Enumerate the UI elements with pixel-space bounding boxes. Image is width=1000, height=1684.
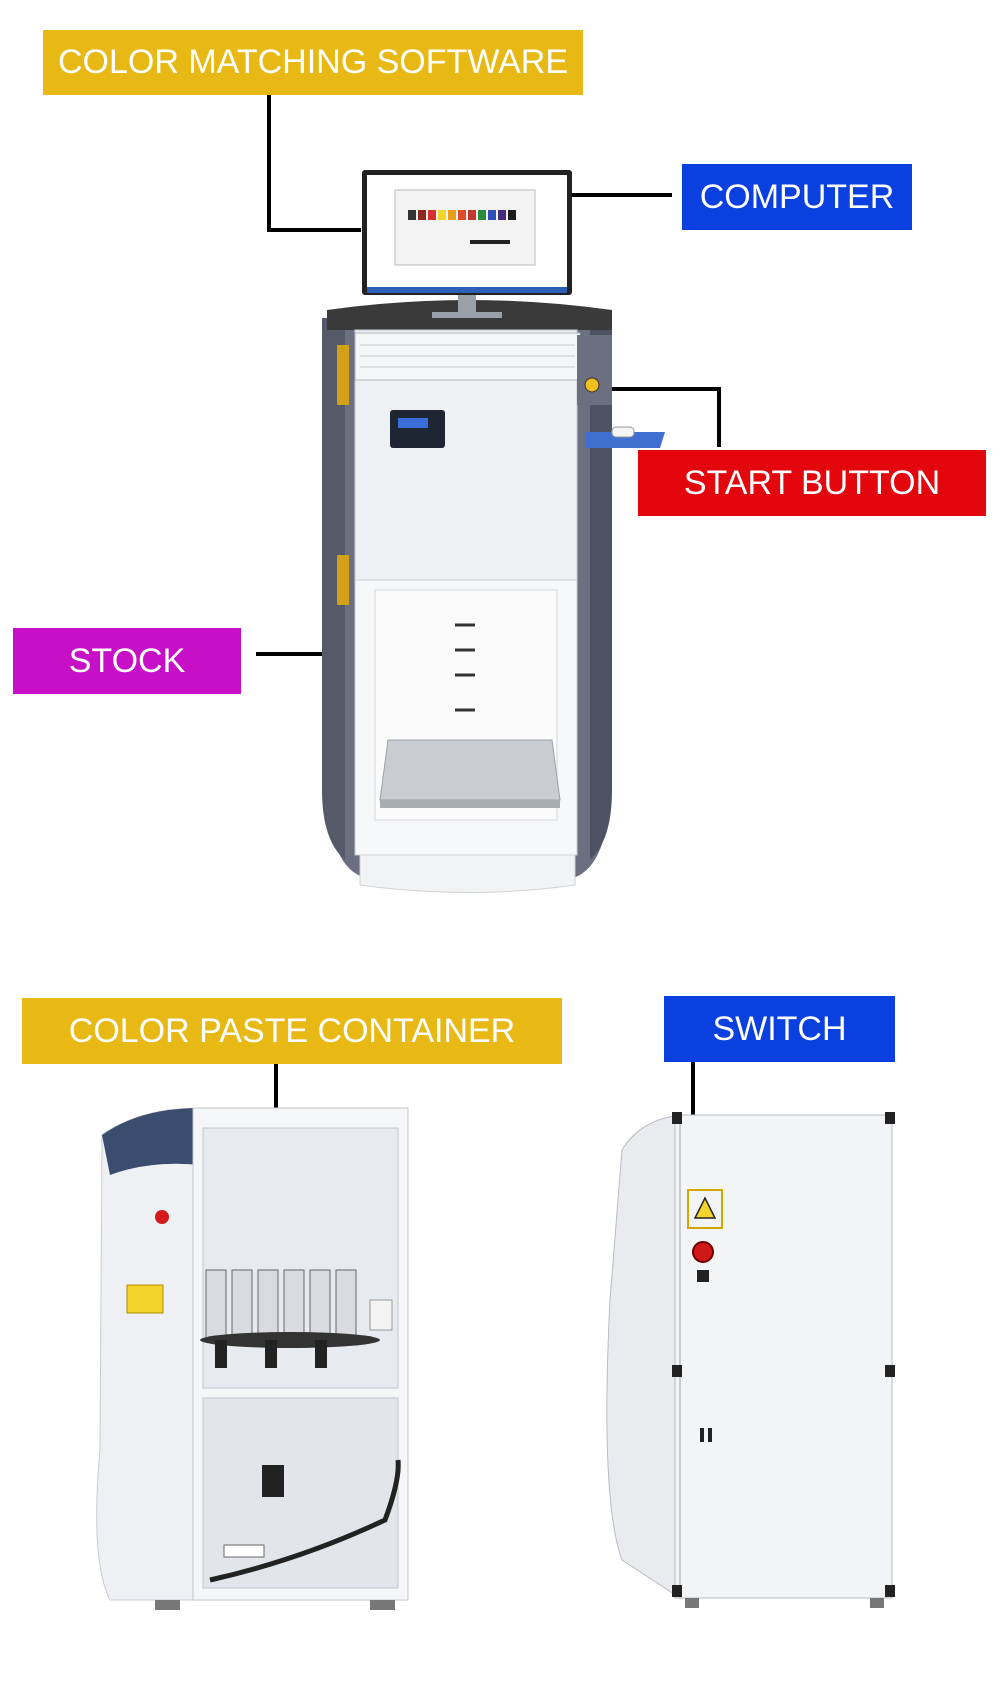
leader-start [605, 387, 721, 447]
corner-brackets [672, 1112, 895, 1597]
red-stop-button-icon [692, 1241, 714, 1263]
warning-triangle-icon [693, 1196, 717, 1219]
paste-cabinet [96, 1107, 409, 1610]
label-computer: COMPUTER [682, 164, 912, 230]
label-color-paste-container: COLOR PASTE CONTAINER [22, 998, 562, 1064]
canisters [200, 1269, 380, 1368]
leader-software [267, 95, 361, 232]
label-stock: STOCK [13, 628, 241, 694]
label-switch: SWITCH [664, 996, 895, 1062]
color-swatches [408, 210, 516, 220]
computer-monitor [362, 170, 572, 318]
switch-cabinet [606, 1112, 895, 1608]
label-start-button: START BUTTON [638, 450, 986, 516]
label-color-matching-software: COLOR MATCHING SOFTWARE [43, 30, 583, 95]
